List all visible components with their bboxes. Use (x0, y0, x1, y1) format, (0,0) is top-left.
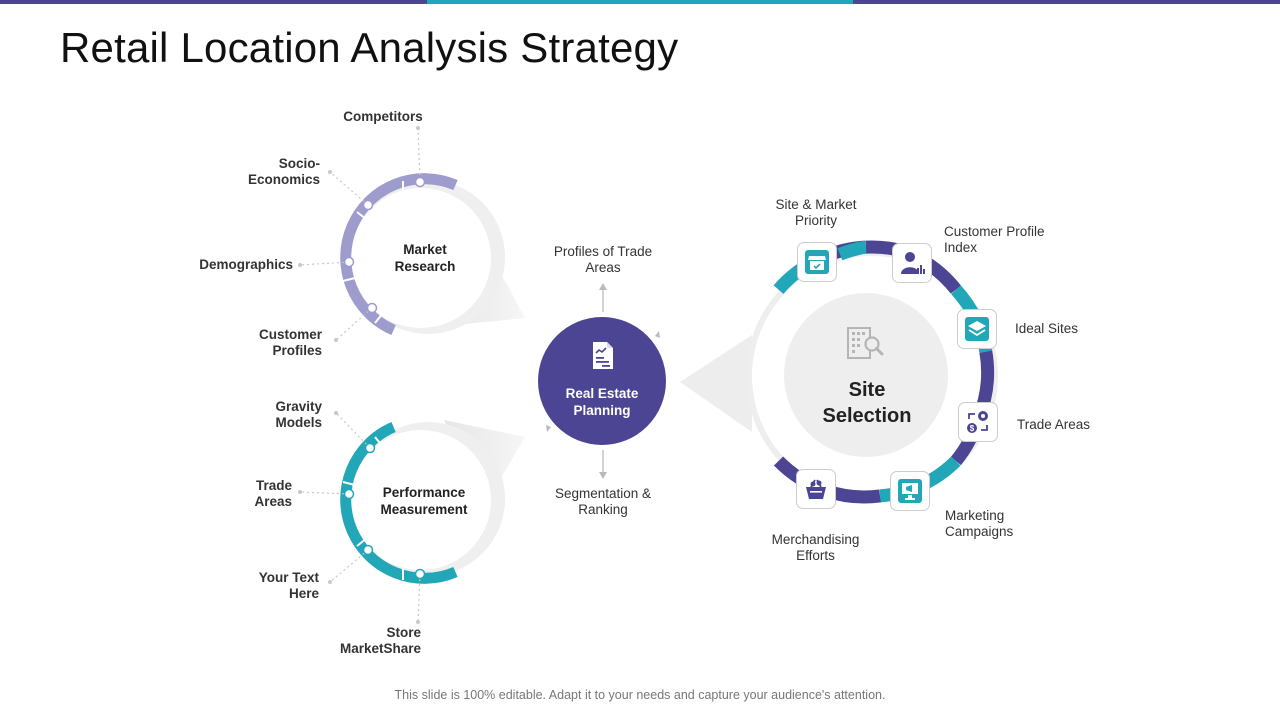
building-search-icon (847, 327, 884, 359)
site-selection-inner-disc (784, 293, 948, 457)
ring-segment (837, 240, 868, 261)
market-research-title: Market Research (394, 242, 456, 274)
performance-node (362, 544, 374, 556)
label-merchandising-efforts: Merchandising Efforts (771, 532, 860, 563)
label-trade-areas: Trade Areas (254, 478, 292, 509)
market-research-node (362, 199, 374, 211)
label-ideal-sites: Ideal Sites (1015, 321, 1079, 336)
site-selection-title: Site Selection (822, 379, 912, 427)
exchange-gear-icon: $ (958, 402, 998, 442)
label-demographics: Demographics (199, 257, 293, 272)
label-your-text-here: Your Text Here (258, 570, 319, 601)
label-marketing-campaigns: Marketing Campaigns (945, 508, 1014, 539)
site-selection-pointer (680, 335, 752, 432)
user-chart-icon (892, 243, 932, 283)
performance-disc (351, 430, 491, 570)
performance-node (343, 488, 355, 500)
slide-title: Retail Location Analysis Strategy (60, 24, 679, 71)
label-store-marketshare: Store MarketShare (339, 625, 421, 656)
label-customer-profiles: Customer Profiles (258, 327, 322, 358)
label-trade-areas-site: Trade Areas (1017, 417, 1091, 432)
market-research-node (414, 176, 426, 188)
label-customer-profile-index: Customer Profile Index (944, 224, 1045, 255)
planning-disc (538, 317, 666, 445)
label-site-market-priority: Site & Market Priority (775, 197, 857, 228)
market-research-disc (351, 188, 491, 328)
market-research-node (343, 256, 355, 268)
basket-icon (796, 469, 836, 509)
monitor-megaphone-icon (890, 471, 930, 511)
performance-node (364, 442, 376, 454)
label-profiles-of-trade-areas: Profiles of Trade Areas (553, 244, 653, 275)
performance-measurement-title: Performance Measurement (380, 485, 468, 517)
real-estate-planning-title: Real Estate Planning (565, 386, 639, 418)
top-accent-bar (0, 0, 1280, 4)
layers-icon (957, 309, 997, 349)
document-chart-icon (593, 342, 613, 369)
label-gravity-models: Gravity Models (275, 399, 322, 430)
svg-text:$: $ (970, 424, 975, 433)
label-segmentation-ranking: Segmentation & Ranking (554, 486, 652, 517)
performance-node (414, 568, 426, 580)
footer-note: This slide is 100% editable. Adapt it to… (394, 688, 886, 702)
label-socio-economics: Socio-Economics (247, 156, 320, 187)
storefront-icon (797, 242, 837, 282)
market-research-node (366, 302, 378, 314)
label-competitors: Competitors (343, 109, 423, 124)
